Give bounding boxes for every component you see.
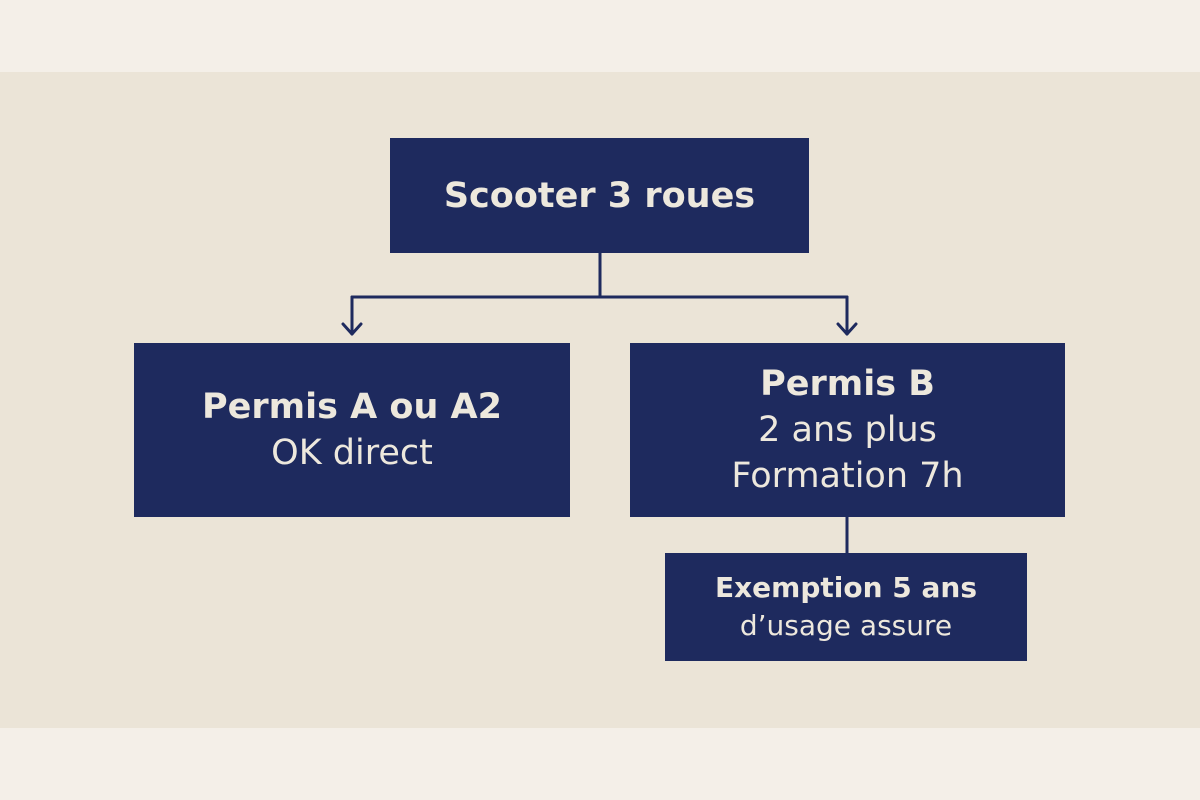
node-scooter-3-roues: Scooter 3 roues xyxy=(390,138,809,253)
node-right-line-2: Formation 7h xyxy=(731,456,964,496)
node-permis-b: Permis B 2 ans plus Formation 7h xyxy=(630,343,1065,517)
node-root-label: Scooter 3 roues xyxy=(443,175,756,216)
node-right-line-1: 2 ans plus xyxy=(758,410,937,450)
arrow-head-left xyxy=(341,322,363,336)
arrow-head-right xyxy=(836,322,858,336)
node-left-title: Permis A ou A2 xyxy=(202,387,502,427)
node-child-line-1: d’usage assure xyxy=(739,609,953,642)
node-right-title: Permis B xyxy=(760,364,935,404)
node-child-title: Exemption 5 ans xyxy=(714,571,978,604)
node-exemption-5-ans: Exemption 5 ans d’usage assure xyxy=(665,553,1027,661)
node-permis-a-ou-a2: Permis A ou A2 OK direct xyxy=(134,343,570,517)
node-left-line-1: OK direct xyxy=(271,433,433,473)
